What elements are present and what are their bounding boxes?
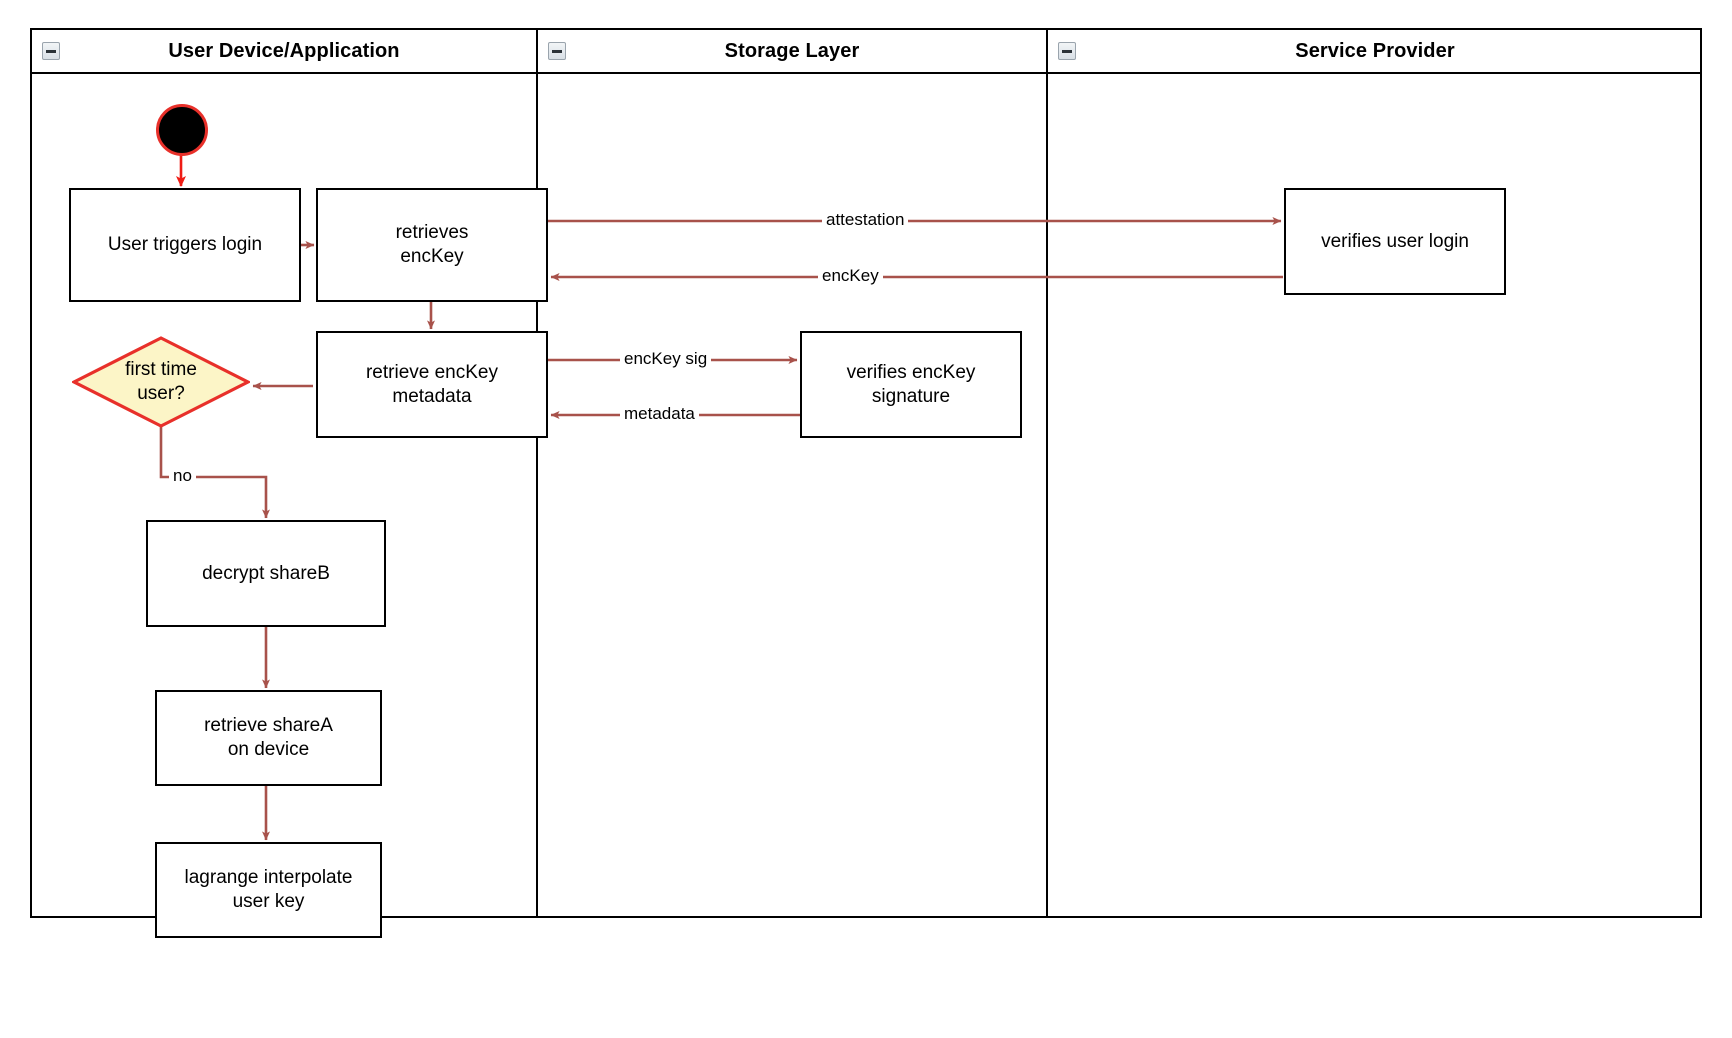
task-label-retrieve-sharea-line2: on device (227, 739, 310, 760)
decision-label-line1: first time (125, 359, 197, 380)
task-label-verifies-user-login: verifies user login (1321, 230, 1469, 252)
task-label-lagrange-line1: lagrange interpolate (184, 867, 353, 888)
decision-diamond-shape (72, 336, 250, 428)
lane-header-storage: Storage Layer (538, 30, 1046, 74)
task-lagrange-interpolate-user-key[interactable]: lagrange interpolate user key (155, 842, 382, 938)
task-label-verifies-enckey-signature-line1: verifies encKey (846, 361, 976, 383)
edge-label-attestation: attestation (822, 210, 909, 229)
task-verifies-enckey-signature[interactable]: verifies encKey signature (800, 331, 1022, 438)
decision-label-line2: user? (137, 383, 185, 404)
task-label-retrieve-sharea-line1: retrieve shareA (204, 715, 333, 736)
lane-divider-2 (1046, 30, 1048, 916)
task-label-retrieves-enckey-line2: encKey (400, 246, 464, 267)
task-retrieve-enckey-metadata[interactable]: retrieve encKey metadata (316, 331, 548, 438)
task-verifies-user-login[interactable]: verifies user login (1284, 188, 1506, 295)
edge-label-metadata: metadata (620, 404, 699, 423)
edge-label-enckey: encKey (818, 266, 883, 285)
task-label-decrypt-shareb: decrypt shareB (202, 562, 330, 584)
task-label-retrieve-enckey-metadata-line2: metadata (392, 385, 472, 407)
lane-title-user-device: User Device/Application (168, 39, 400, 62)
lane-title-storage: Storage Layer (724, 39, 860, 62)
edge-label-enckey-sig: encKey sig (620, 349, 712, 368)
lane-header-user-device: User Device/Application (32, 30, 536, 74)
collapse-minus-icon-service-provider[interactable] (1058, 42, 1076, 60)
task-label-verifies-enckey-signature-line2: signature (871, 385, 951, 407)
start-event-node[interactable] (156, 104, 208, 156)
swimlane-pool: User Device/Application Storage Layer Se… (30, 28, 1702, 918)
edge-label-no: no (169, 466, 196, 485)
task-label-user-triggers-login: User triggers login (107, 234, 263, 255)
collapse-minus-icon-storage[interactable] (548, 42, 566, 60)
task-label-lagrange-line2: user key (232, 891, 305, 912)
lane-divider-1 (536, 30, 538, 916)
task-label-retrieve-enckey-metadata-line1: retrieve encKey (365, 361, 498, 383)
task-user-triggers-login[interactable]: User triggers login (69, 188, 301, 302)
task-retrieve-sharea-on-device[interactable]: retrieve shareA on device (155, 690, 382, 786)
lane-header-service-provider: Service Provider (1048, 30, 1702, 74)
decision-first-time-user[interactable]: first time user? (72, 336, 250, 428)
task-label-retrieves-enckey-line1: retrieves (395, 222, 469, 243)
decision-label-first-time-user: first time user? (72, 358, 250, 406)
task-retrieves-enckey[interactable]: retrieves encKey (316, 188, 548, 302)
task-decrypt-shareb[interactable]: decrypt shareB (146, 520, 386, 627)
lane-title-service-provider: Service Provider (1295, 39, 1455, 62)
collapse-minus-icon-user-device[interactable] (42, 42, 60, 60)
